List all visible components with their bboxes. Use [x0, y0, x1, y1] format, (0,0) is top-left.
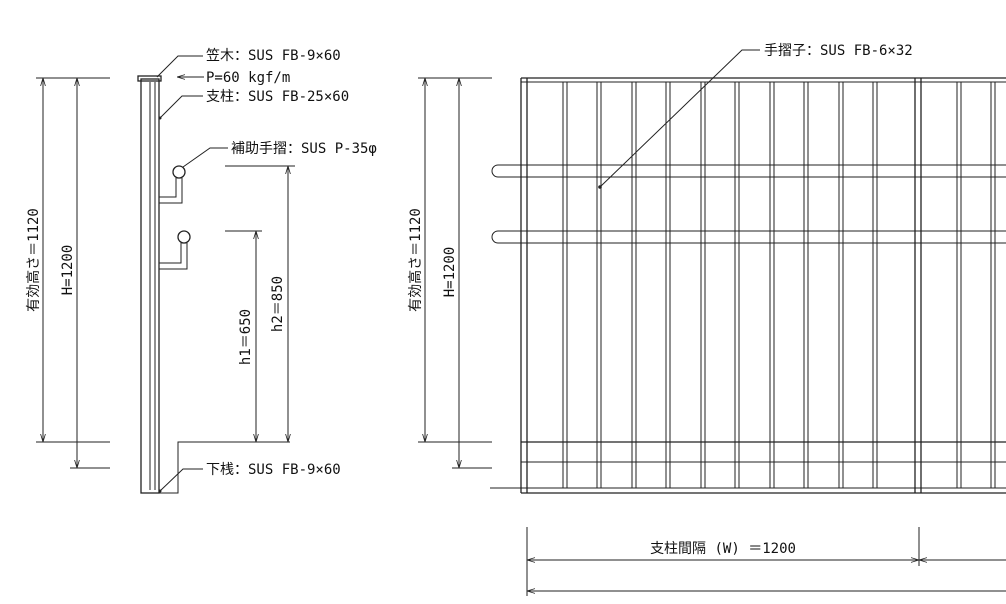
- leader-post: [159, 95, 203, 119]
- handrail-pipe-icon: [172, 165, 186, 179]
- upper-handrail: [159, 165, 186, 204]
- dim-h2-label: h2＝850: [270, 276, 286, 332]
- callout-baluster: 手摺子：SUS FB-6×32: [764, 43, 913, 59]
- bottom-rail: [159, 441, 290, 494]
- leader-baluster: [599, 49, 760, 188]
- front-view: 有効高さ＝1120 H=1200 手摺子：SUS FB-6×32 支柱間隔 (W…: [407, 43, 1006, 596]
- dim-effective-height-front-label: 有効高さ＝1120: [407, 208, 424, 312]
- side-view: 有効高さ＝1120 H=1200 h1＝650 h2＝850: [25, 48, 377, 494]
- handrail-pipe-icon: [177, 230, 191, 244]
- callout-handrail: 補助手摺：SUS P-35φ: [231, 141, 377, 157]
- dim-h1-label: h1＝650: [238, 309, 254, 365]
- leader-top-rail: [156, 55, 203, 78]
- callout-post: 支柱：SUS FB-25×60: [206, 89, 349, 105]
- handrail-pipe-lower: [491, 230, 1006, 244]
- lower-handrail: [159, 230, 191, 270]
- handrail-pipe-upper: [491, 164, 1006, 178]
- dim-height-front-label: H=1200: [442, 247, 458, 298]
- leader-bottom-rail: [159, 468, 203, 492]
- balusters: [520, 78, 996, 493]
- post: [140, 78, 160, 494]
- callout-load: P=60 kgf/m: [206, 70, 290, 86]
- callout-top-rail: 笠木：SUS FB-9×60: [206, 48, 341, 64]
- dim-height-label: H=1200: [60, 245, 76, 296]
- dim-effective-height-label: 有効高さ＝1120: [25, 208, 42, 312]
- dim-post-spacing-label: 支柱間隔 (W) ＝1200: [650, 541, 796, 557]
- callout-bottom-rail: 下桟：SUS FB-9×60: [206, 462, 341, 478]
- leader-handrail: [182, 147, 228, 168]
- top-rail-cap: [137, 75, 162, 82]
